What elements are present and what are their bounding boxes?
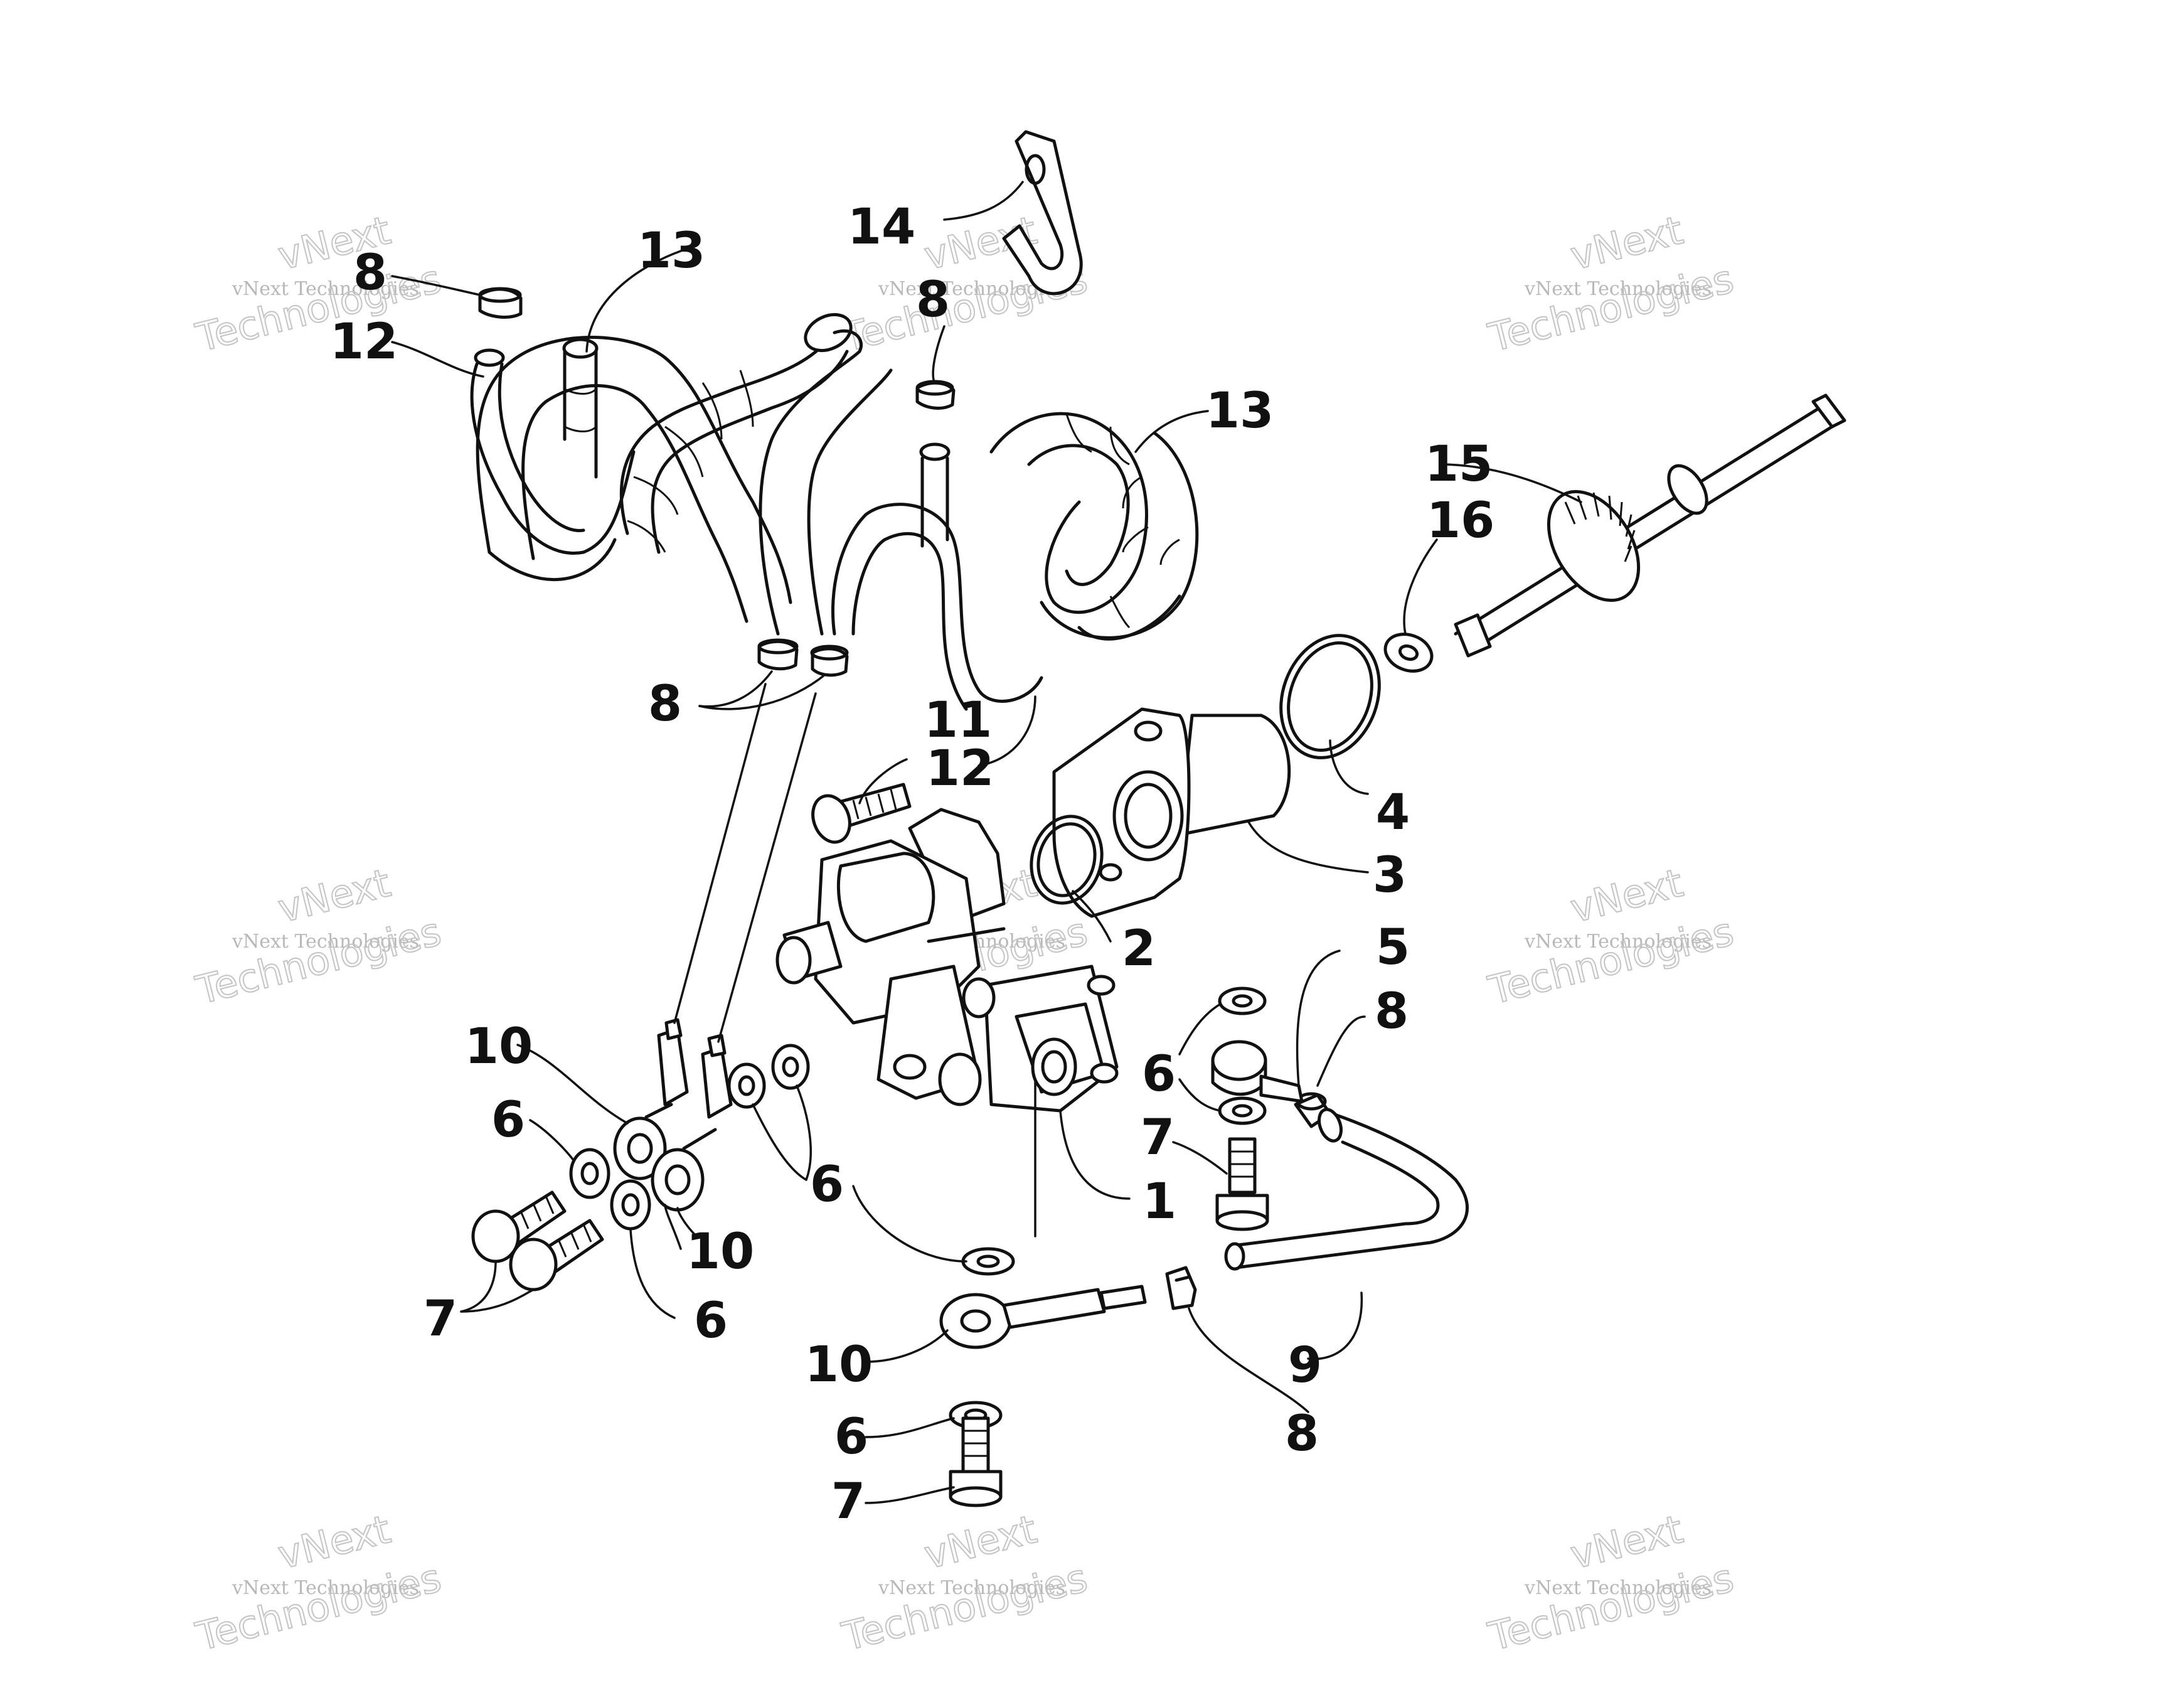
watermark: vNext Technologies vNext Technologies [1483, 859, 1739, 1014]
watermark-line3: Technologies [1484, 255, 1738, 360]
watermark-line2: vNext Technologies [232, 931, 419, 953]
watermark-line3: Technologies [1484, 1554, 1738, 1659]
watermark-line1: vNext [1566, 1506, 1687, 1578]
banjo-fitting [613, 1018, 689, 1180]
watermark: vNext Technologies vNext Technologies [837, 1505, 1092, 1660]
watermark-line3: Technologies [191, 1554, 445, 1659]
callout-10: 10 [465, 1019, 533, 1075]
watermark-line3: Technologies [191, 255, 445, 360]
watermark: vNext Technologies vNext Technologies [191, 1505, 446, 1660]
o-ring-small [1030, 815, 1104, 905]
callout-4: 4 [1376, 784, 1410, 841]
watermark-line2: vNext Technologies [232, 1577, 419, 1599]
drive-shaft [1454, 393, 1846, 658]
watermark-line1: vNext [920, 1506, 1041, 1578]
callout-8: 8 [916, 272, 950, 328]
watermark-line2: vNext Technologies [232, 278, 419, 300]
washer [961, 1247, 1015, 1276]
callout-6: 6 [834, 1409, 868, 1465]
watermark-line3: Technologies [191, 908, 445, 1013]
callout-8: 8 [1375, 983, 1409, 1040]
bolt [811, 783, 912, 844]
callout-1: 1 [1143, 1174, 1176, 1230]
callout-8: 8 [1285, 1406, 1319, 1462]
bolt [509, 1219, 604, 1291]
callout-6: 6 [694, 1293, 728, 1349]
callout-11: 11 [924, 692, 993, 749]
callout-12: 12 [926, 741, 994, 797]
callout-9: 9 [1288, 1337, 1322, 1394]
watermark-line2: vNext Technologies [1524, 1577, 1712, 1599]
banjo-fitting [651, 1034, 733, 1212]
clamp [810, 644, 849, 677]
hose-bracket [1002, 130, 1083, 296]
leader-lines [391, 181, 1582, 1504]
washer [610, 1179, 651, 1231]
watermark-line2: vNext Technologies [1524, 278, 1712, 300]
hose-left [476, 313, 853, 623]
callout-3: 3 [1373, 847, 1407, 904]
hose-right [989, 412, 1199, 641]
watermark-line1: vNext [274, 1506, 395, 1578]
washer [1383, 633, 1434, 673]
callout-6: 6 [810, 1157, 844, 1213]
oil-pump [775, 808, 1119, 1113]
washer [1218, 1096, 1267, 1125]
callout-16: 16 [1427, 493, 1495, 549]
callout-2: 2 [1122, 921, 1156, 977]
bolt [1215, 1137, 1269, 1231]
watermark: vNext Technologies vNext Technologies [1483, 206, 1739, 361]
callout-labels: 14 13 8 12 8 13 15 16 8 11 12 4 3 2 5 8 … [330, 199, 1495, 1530]
hose-fitting [1211, 1040, 1304, 1103]
watermark-line2: vNext Technologies [1524, 931, 1712, 953]
hose-12-left [470, 338, 636, 555]
clamp [757, 638, 799, 671]
clamp [1165, 1266, 1197, 1310]
hose-12-center [759, 329, 1043, 711]
callout-5: 5 [1376, 919, 1410, 976]
bolt [949, 1416, 1003, 1507]
watermark-line3: Technologies [838, 1554, 1092, 1659]
callout-8: 8 [353, 245, 387, 301]
callout-7: 7 [1141, 1110, 1175, 1166]
watermark: vNext Technologies vNext Technologies [191, 206, 446, 361]
callout-8: 8 [648, 676, 682, 732]
callout-7: 7 [423, 1291, 457, 1347]
callout-13: 13 [637, 223, 706, 279]
callout-10: 10 [805, 1337, 873, 1393]
banjo-fitting [939, 1285, 1147, 1349]
o-ring [1279, 634, 1381, 759]
callout-7: 7 [831, 1473, 865, 1530]
callout-10: 10 [686, 1224, 755, 1280]
clamp [478, 287, 523, 319]
bolt [471, 1190, 567, 1263]
watermark-line2: vNext Technologies [878, 1577, 1065, 1599]
watermark: vNext Technologies vNext Technologies [191, 859, 446, 1014]
gear [1547, 489, 1641, 602]
callout-12: 12 [330, 314, 398, 370]
watermark-line1: vNext [274, 860, 395, 932]
watermark-line3: Technologies [1484, 908, 1738, 1013]
callout-14: 14 [848, 199, 916, 255]
watermark: vNext Technologies vNext Technologies [1483, 1505, 1739, 1660]
hose-9 [1224, 1108, 1469, 1271]
washer [727, 1062, 766, 1109]
pump-housing [1052, 707, 1291, 918]
callout-15: 15 [1425, 436, 1493, 493]
tube [673, 683, 817, 1043]
callout-13: 13 [1206, 383, 1274, 439]
callout-6: 6 [491, 1092, 525, 1148]
callout-6: 6 [1142, 1046, 1176, 1103]
watermark-line1: vNext [1566, 207, 1687, 279]
washer [1218, 987, 1267, 1015]
washer [771, 1044, 810, 1090]
watermark-line1: vNext [1566, 860, 1687, 932]
washer [569, 1148, 610, 1199]
clamp [915, 380, 956, 410]
